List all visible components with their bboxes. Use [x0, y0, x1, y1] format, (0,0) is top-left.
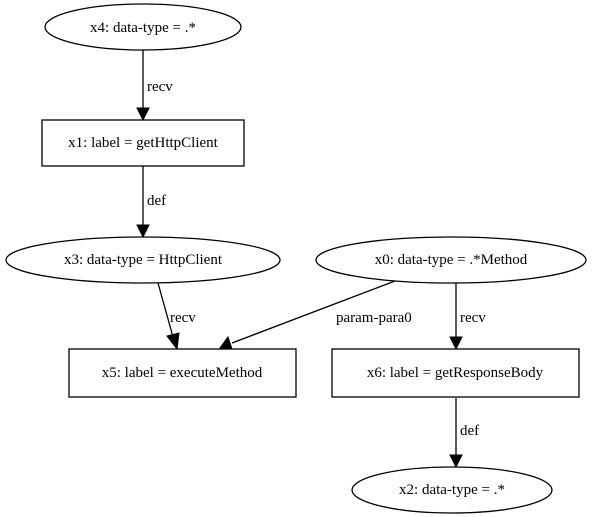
node-label: x0: data-type = .*Method: [375, 252, 528, 268]
node-ellipse: [44, 3, 242, 51]
node-ellipse: [351, 466, 553, 514]
edge-label-recv: recv: [460, 310, 486, 326]
edge-label-recv: recv: [147, 79, 173, 95]
arrowhead: [449, 454, 463, 469]
node-ellipse: [5, 236, 281, 284]
node-label: x2: data-type = .*: [399, 482, 505, 498]
node-x6[interactable]: x6: label = getResponseBody: [331, 348, 580, 398]
edge-label-def: def: [460, 423, 479, 439]
node-x0[interactable]: x0: data-type = .*Method: [315, 236, 587, 284]
edge-line: [157, 282, 174, 338]
edge-line: [231, 280, 396, 344]
node-x3[interactable]: x3: data-type = HttpClient: [5, 236, 281, 284]
node-label: x4: data-type = .*: [90, 20, 196, 36]
edge-x3-x5: recv: [157, 282, 196, 351]
node-box: [41, 119, 245, 167]
node-x1[interactable]: x1: label = getHttpClient: [41, 119, 245, 167]
edge-x0-x5: param-para0: [219, 280, 412, 350]
node-x2[interactable]: x2: data-type = .*: [351, 466, 553, 514]
arrowhead: [136, 107, 150, 122]
node-label: x6: label = getResponseBody: [367, 365, 544, 381]
edge-x0-x6: recv: [449, 283, 486, 351]
arrowhead: [136, 224, 150, 239]
node-x4[interactable]: x4: data-type = .*: [44, 3, 242, 51]
edge-label-def: def: [147, 193, 166, 209]
node-label: x1: label = getHttpClient: [68, 135, 219, 151]
edge-x4-x1: recv: [136, 50, 173, 122]
arrowhead: [166, 332, 180, 351]
node-box: [68, 348, 297, 398]
arrowhead: [219, 335, 233, 350]
edge-label-recv: recv: [170, 310, 196, 326]
edge-x1-x3: def: [136, 166, 166, 239]
node-label: x3: data-type = HttpClient: [64, 252, 223, 268]
node-x5[interactable]: x5: label = executeMethod: [68, 348, 297, 398]
node-ellipse: [315, 236, 587, 284]
arrowhead: [449, 336, 463, 351]
node-label: x5: label = executeMethod: [102, 365, 263, 381]
edge-x6-x2: def: [449, 398, 479, 469]
node-box: [331, 348, 580, 398]
edge-label-param-para0: param-para0: [336, 310, 412, 326]
